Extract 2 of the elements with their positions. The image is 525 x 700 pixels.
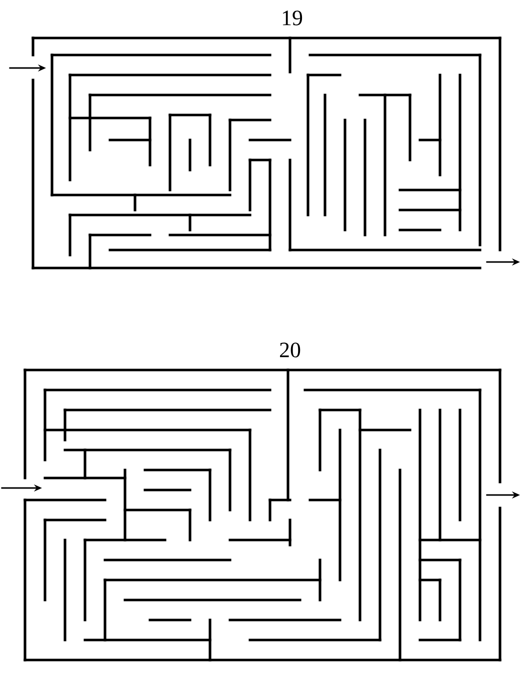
maze-number: 20	[280, 342, 300, 358]
maze-number: 19	[282, 10, 302, 26]
